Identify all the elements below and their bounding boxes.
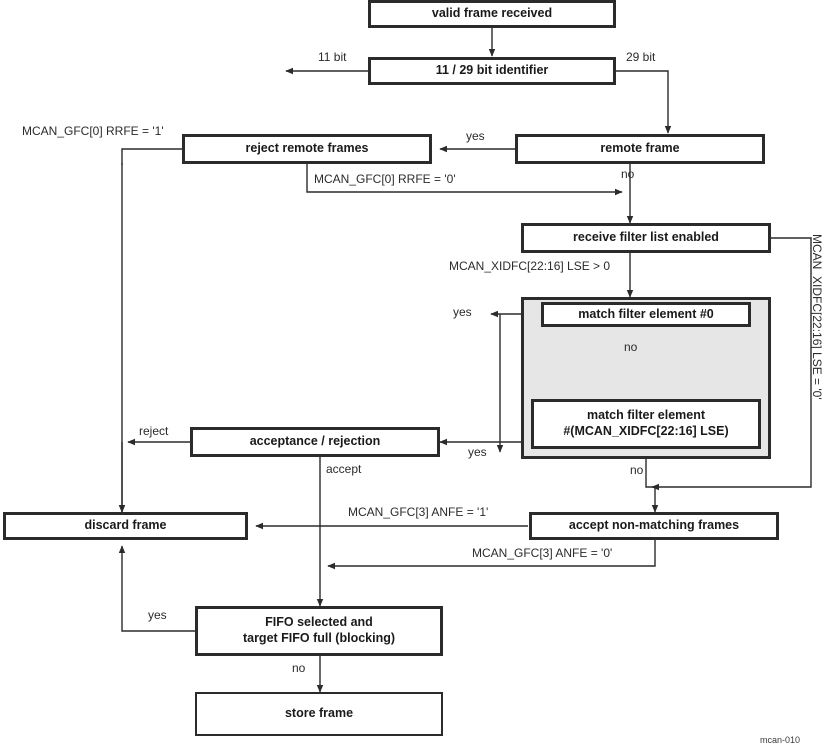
edge-label-fifo-yes: yes [148,608,167,622]
node-label: remote frame [600,141,680,156]
node-accept-non-matching-frames[interactable]: accept non-matching frames [529,512,779,540]
edge-label-11-bit: 11 bit [318,50,347,64]
edge-label-rrfe-0: MCAN_GFC[0] RRFE = '0' [314,172,456,186]
node-fifo-blocking[interactable]: FIFO selected and target FIFO full (bloc… [195,606,443,656]
node-match-filter-element-n[interactable]: match filter element #(MCAN_XIDFC[22:16]… [531,399,761,449]
node-label: receive filter list enabled [573,230,719,245]
edge-reject-left-corner [121,148,182,165]
node-bit-identifier[interactable]: 11 / 29 bit identifier [368,57,616,85]
node-reject-remote-frames[interactable]: reject remote frames [182,134,432,164]
edge-label-remote-no: no [621,167,635,181]
node-acceptance-rejection[interactable]: acceptance / rejection [190,427,440,457]
node-discard-frame[interactable]: discard frame [3,512,248,540]
edge-label-lse-eq-0: MCAN_XIDFC[22:16] LSE = '0' [810,234,824,400]
edge-group-no-down [645,459,655,488]
figure-caption: mcan-010 [760,735,801,745]
node-label-line1: FIFO selected and [265,615,373,630]
edge-label-anfe-0: MCAN_GFC[3] ANFE = '0' [472,546,613,560]
edge-label-fifo-no: no [292,661,306,675]
edge-label-matchn-yes: yes [468,445,487,459]
edge-label-match0-no: no [624,340,638,354]
node-store-frame[interactable]: store frame [195,692,443,736]
node-label-line1: match filter element [586,408,706,423]
edge-label-accept: accept [326,462,362,476]
node-match-filter-element-0[interactable]: match filter element #0 [541,302,751,327]
node-label-line2: #(MCAN_XIDFC[22:16] LSE) [563,424,729,438]
node-label: acceptance / rejection [249,434,381,449]
node-label: 11 / 29 bit identifier [435,63,549,78]
node-label: valid frame received [431,6,553,21]
node-label: match filter element #0 [578,306,714,321]
edge-label-anfe-1: MCAN_GFC[3] ANFE = '1' [348,505,489,519]
edge-label-remote-yes: yes [466,129,485,143]
edge-label-29-bit: 29 bit [626,50,656,64]
edge-label-matchn-no: no [630,463,644,477]
node-label: store frame [284,706,354,721]
node-label: discard frame [84,518,167,533]
node-label-line2: target FIFO full (blocking) [242,631,396,645]
node-receive-filter-list-enabled[interactable]: receive filter list enabled [521,223,771,253]
edge-29bit-to-remote [616,70,672,134]
node-remote-frame[interactable]: remote frame [515,134,765,164]
node-label: reject remote frames [245,141,369,156]
edge-label-reject: reject [139,424,169,438]
edge-label-lse-gt-0: MCAN_XIDFC[22:16] LSE > 0 [449,259,611,273]
node-label: accept non-matching frames [568,518,740,533]
edge-label-match0-yes: yes [453,305,472,319]
node-valid-frame-received[interactable]: valid frame received [368,0,616,28]
edge-label-rrfe-1: MCAN_GFC[0] RRFE = '1' [22,124,164,138]
